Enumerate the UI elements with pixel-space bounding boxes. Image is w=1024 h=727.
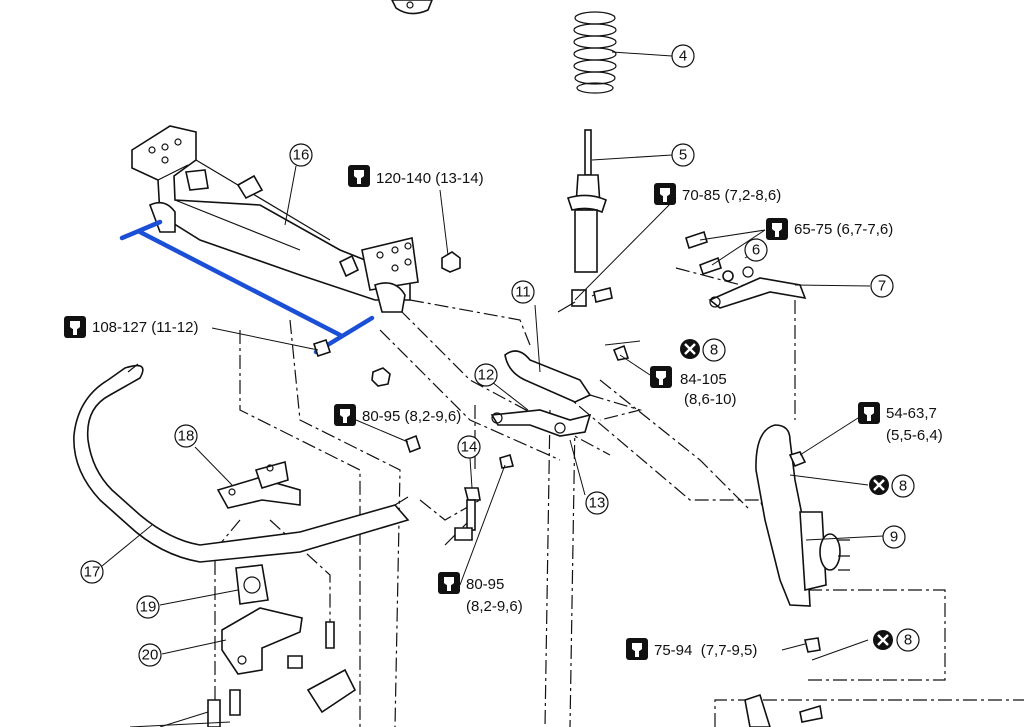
svg-text:5: 5: [679, 147, 687, 164]
torque-wrench-icon: [654, 183, 676, 205]
callout-18: 18: [174, 424, 198, 448]
svg-text:4: 4: [679, 48, 687, 65]
torque-wrench-icon: [626, 638, 648, 660]
svg-text:16: 16: [293, 147, 310, 164]
torque-wrench-icon: [766, 218, 788, 240]
callout-11: 11: [511, 280, 535, 304]
svg-text:9: 9: [890, 529, 898, 546]
svg-text:7: 7: [878, 278, 886, 295]
torque-label: (8,6-10): [684, 391, 737, 408]
callout-4: 4: [671, 44, 695, 68]
svg-text:17: 17: [84, 564, 101, 581]
callout-8-c: 8: [873, 628, 920, 652]
torque-label: 108-127 (11-12): [92, 319, 198, 336]
torque-label: 84-105: [680, 371, 727, 388]
lower-arm: [490, 409, 592, 437]
torque-wrench-icon: [334, 404, 356, 426]
torque-wrench-icons: [64, 165, 880, 660]
leader-lines: [101, 51, 884, 727]
callout-13: 13: [585, 491, 609, 515]
callout-7: 7: [870, 274, 894, 298]
stabilizer-bracket-lower: [221, 607, 303, 675]
steering-knuckle: [755, 424, 850, 607]
svg-text:12: 12: [478, 367, 495, 384]
upper-arm-bolts: [593, 230, 722, 303]
callout-8-a: 8: [680, 338, 726, 362]
callout-6: 6: [744, 238, 768, 262]
bracket-bolts: [207, 621, 357, 727]
stabilizer-link: [405, 434, 515, 541]
callout-12: 12: [474, 363, 498, 387]
top-bracket-part: [391, 0, 433, 15]
crossmember: [131, 125, 419, 313]
torque-wrench-icon: [650, 366, 672, 388]
torque-label: 65-75 (6,7-7,6): [794, 221, 893, 238]
svg-text:11: 11: [515, 284, 531, 301]
stabilizer-bar: [73, 363, 410, 563]
svg-text:18: 18: [178, 428, 195, 445]
coil-spring: [573, 11, 617, 94]
torque-wrench-icon: [438, 572, 460, 594]
callout-20: 20: [138, 643, 162, 667]
torque-label: 70-85 (7,2-8,6): [682, 187, 781, 204]
knuckle-nuts: [612, 344, 821, 653]
torque-label: (8,2-9,6): [466, 598, 523, 615]
torque-wrench-icon: [348, 165, 370, 187]
callout-16: 16: [289, 143, 313, 167]
svg-text:8: 8: [904, 632, 912, 649]
callout-19: 19: [136, 595, 160, 619]
svg-text:20: 20: [142, 647, 159, 664]
upper-control-arm: [708, 266, 807, 309]
bottom-right-part: [744, 693, 823, 727]
callout-9: 9: [882, 525, 906, 549]
torque-label: (5,5-6,4): [886, 427, 943, 444]
lower-link-arm: [504, 350, 592, 403]
svg-text:13: 13: [589, 495, 606, 512]
torque-label: 80-95: [466, 576, 504, 593]
torque-label: 120-140 (13-14): [376, 170, 484, 187]
torque-label: 75-94 (7,7-9,5): [654, 642, 757, 659]
callout-5: 5: [671, 143, 695, 167]
stabilizer-bracket-upper: [216, 460, 301, 509]
svg-text:6: 6: [752, 242, 760, 259]
svg-text:14: 14: [461, 439, 478, 456]
torque-wrench-icon: [64, 316, 86, 338]
svg-text:8: 8: [899, 478, 907, 495]
torque-labels: 120-140 (13-14) 70-85 (7,2-8,6) 65-75 (6…: [92, 170, 943, 659]
callout-8-b: 8: [869, 474, 915, 498]
crossmember-fasteners: [312, 251, 461, 387]
svg-text:19: 19: [140, 599, 157, 616]
callout-14: 14: [457, 435, 481, 459]
svg-text:8: 8: [710, 342, 718, 359]
torque-label: 54-63,7: [886, 405, 937, 422]
torque-wrench-icon: [858, 402, 880, 424]
stabilizer-bushing: [235, 564, 269, 605]
shock-absorber: [557, 129, 607, 313]
callout-17: 17: [80, 560, 104, 584]
torque-label: 80-95 (8,2-9,6): [362, 408, 461, 425]
